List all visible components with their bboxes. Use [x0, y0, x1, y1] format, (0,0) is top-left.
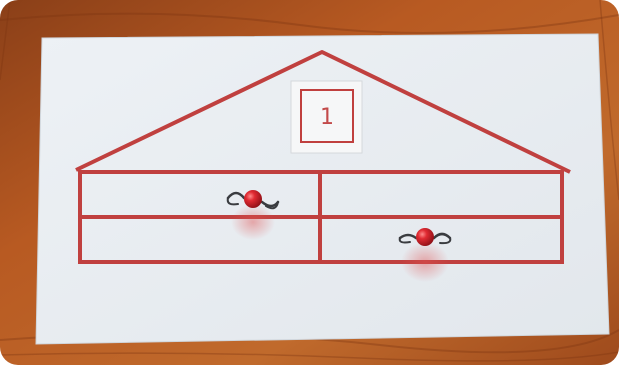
- number-card: 1: [291, 81, 362, 153]
- number-card-label: 1: [320, 105, 334, 130]
